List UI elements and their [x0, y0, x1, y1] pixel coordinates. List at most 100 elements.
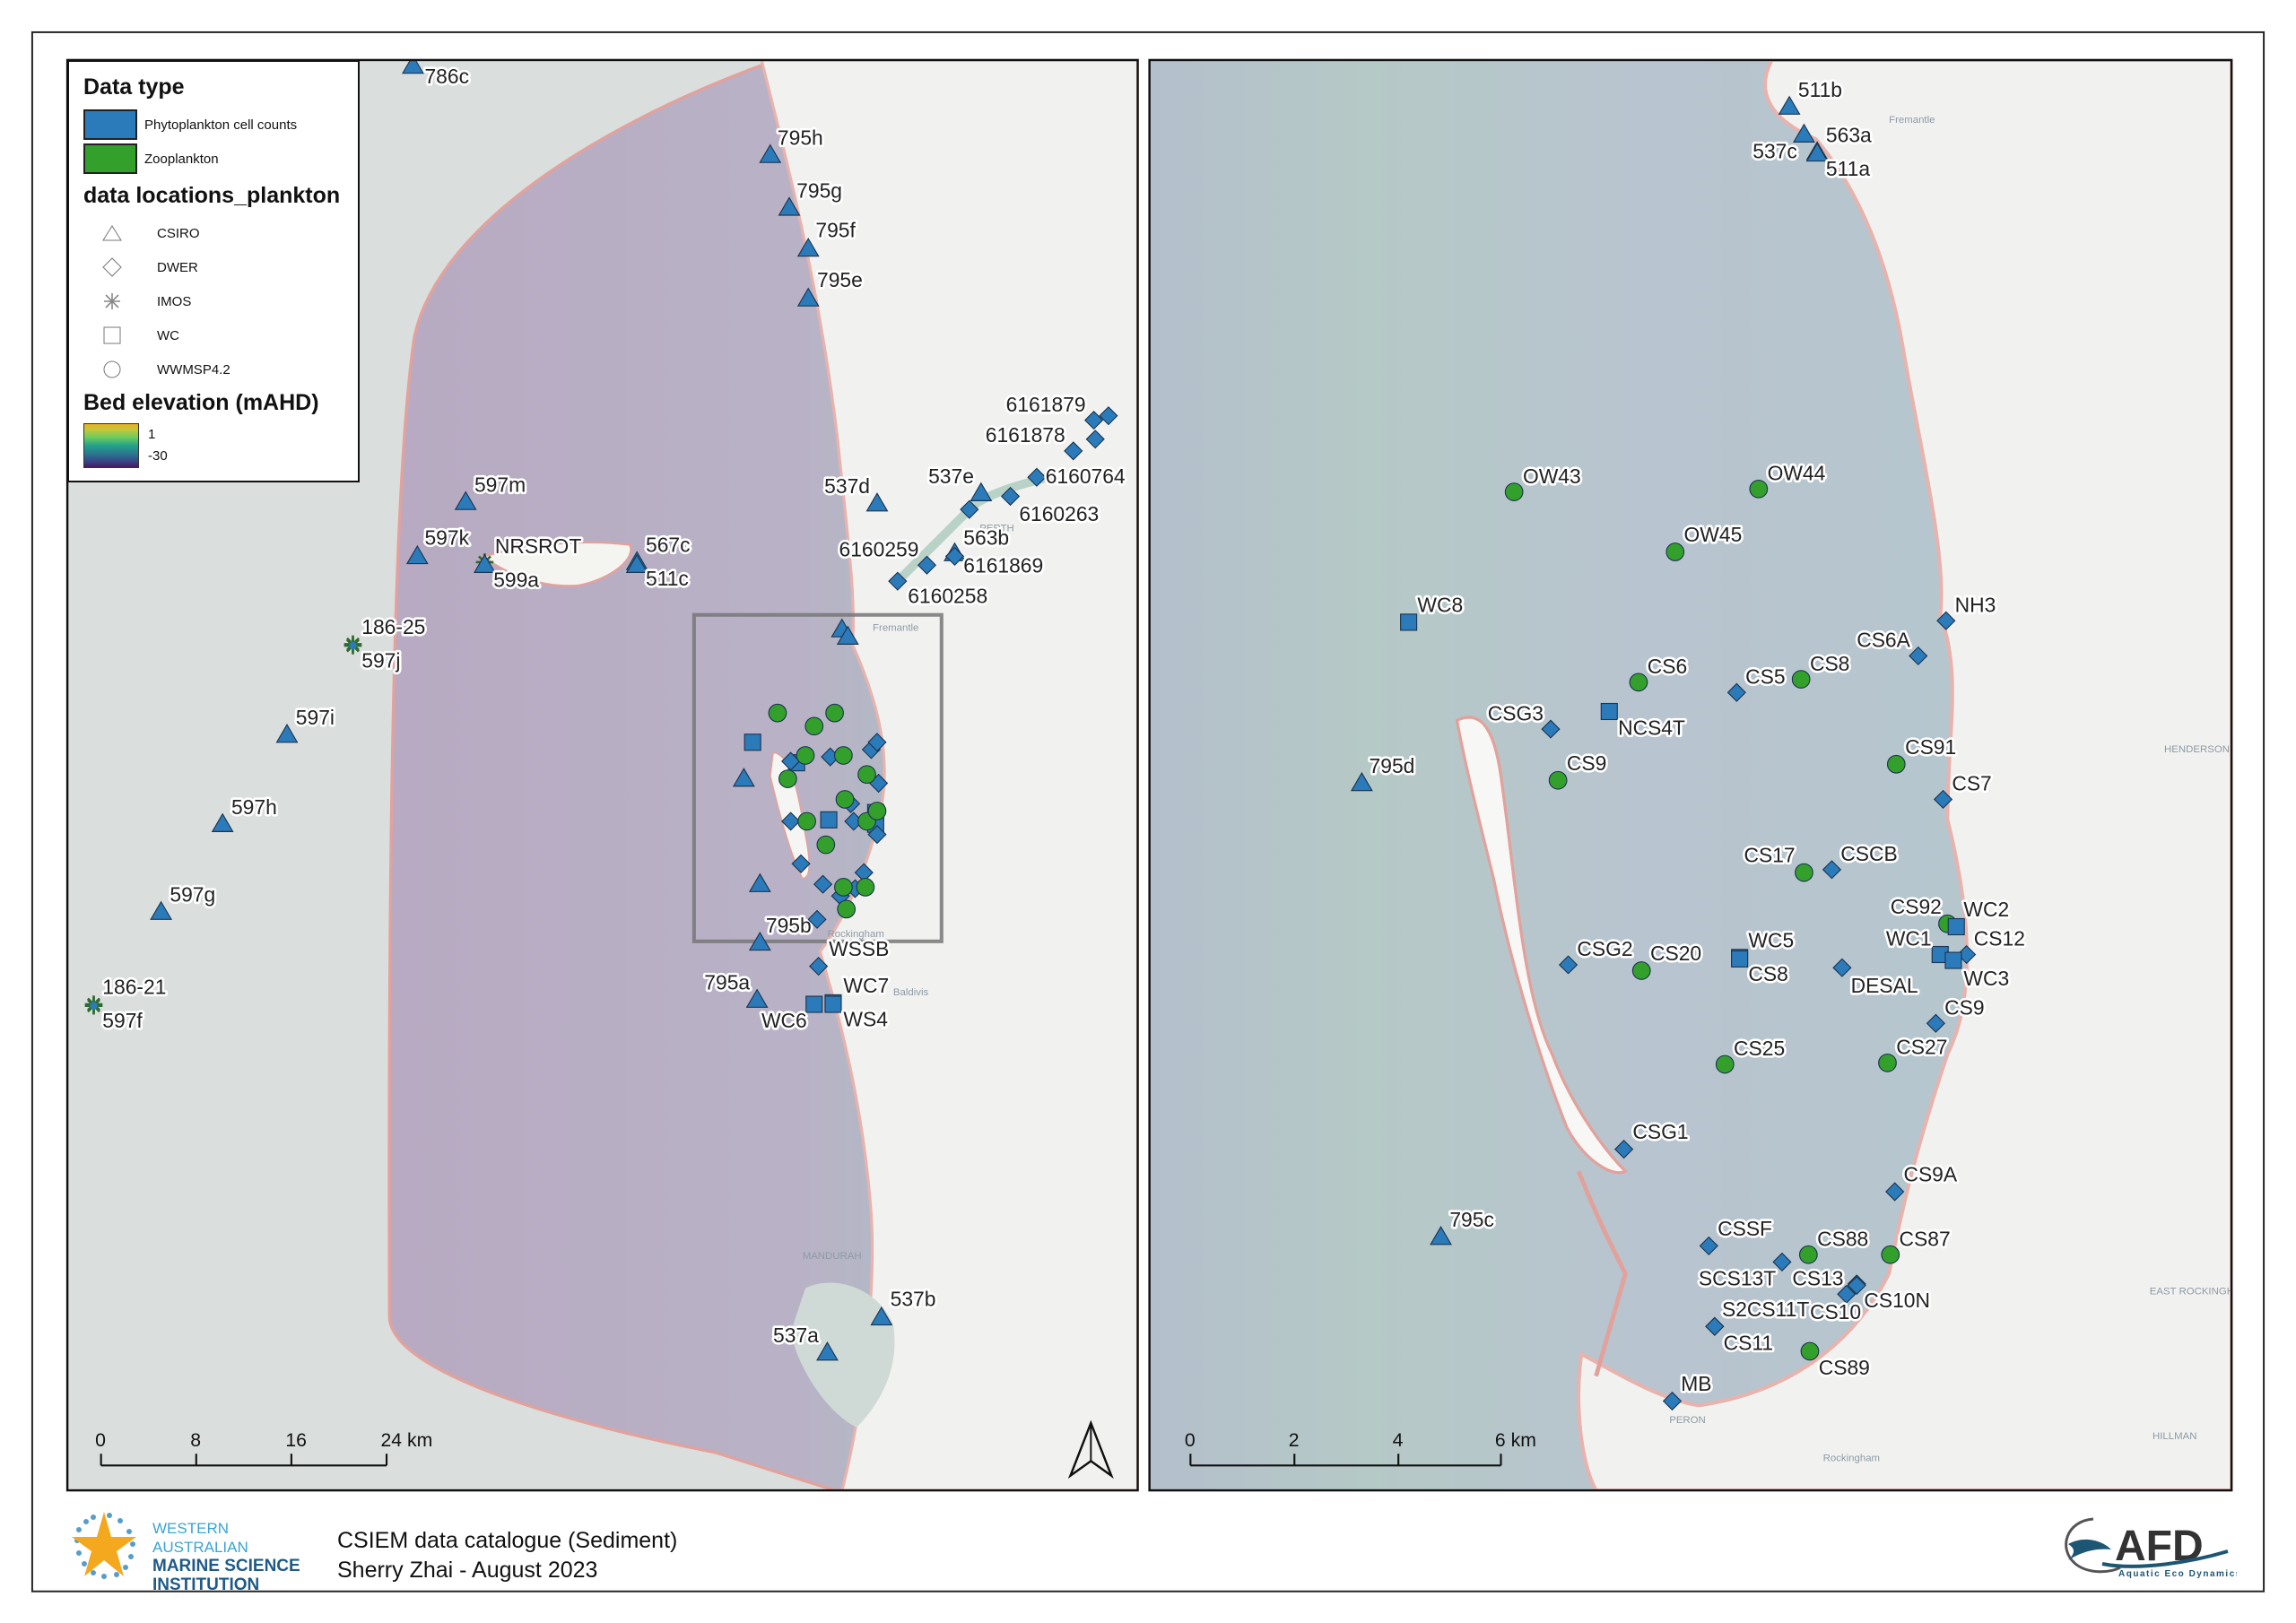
site-CS88-circle-marker[interactable]	[1798, 1245, 1818, 1264]
site-6160263-diamond-marker[interactable]	[1000, 486, 1021, 507]
site-circle-marker[interactable]	[867, 802, 887, 820]
site-diamond-marker[interactable]	[960, 499, 979, 519]
site-NCS4T-square-marker[interactable]	[1600, 702, 1618, 721]
site-circle-marker[interactable]	[825, 703, 844, 723]
site-597m-triangle-marker[interactable]	[454, 490, 477, 510]
site-CS20-circle-marker[interactable]	[1631, 961, 1651, 980]
site-795a-triangle-marker[interactable]	[745, 988, 769, 1008]
site-diamond-marker[interactable]	[867, 733, 887, 752]
site-CS87-circle-marker[interactable]	[1881, 1245, 1900, 1264]
site-6160258-diamond-marker[interactable]	[888, 571, 908, 591]
site-537b-triangle-marker[interactable]	[870, 1306, 893, 1326]
site-circle-marker[interactable]	[857, 765, 876, 785]
site-CS10-diamond-marker[interactable]	[1837, 1284, 1857, 1304]
site-triangle-marker[interactable]	[748, 872, 771, 892]
site-597f-asterisk-marker[interactable]	[84, 996, 103, 1015]
site-square-marker[interactable]	[820, 811, 838, 829]
site-CS5-diamond-marker[interactable]	[1726, 682, 1746, 702]
site-795g-triangle-marker[interactable]	[778, 196, 801, 216]
site-597g-triangle-marker[interactable]	[150, 900, 173, 920]
site-CS17-circle-marker[interactable]	[1795, 863, 1813, 882]
site-circle-marker[interactable]	[796, 746, 815, 765]
site-WSSB-diamond-marker[interactable]	[809, 956, 829, 976]
site-OW44-circle-marker[interactable]	[1749, 479, 1769, 499]
site-MB-diamond-marker[interactable]	[1662, 1391, 1683, 1411]
site-WC3-square-marker[interactable]	[1944, 951, 1962, 969]
site-circle-marker[interactable]	[837, 899, 857, 919]
site-CS6A-diamond-marker[interactable]	[1909, 646, 1928, 666]
site-537c-triangle-marker[interactable]	[1793, 123, 1815, 143]
site-511b-triangle-marker[interactable]	[1778, 95, 1801, 115]
site-597k-triangle-marker[interactable]	[405, 544, 429, 565]
site-circle-marker[interactable]	[834, 746, 853, 765]
site-WC2-square-marker[interactable]	[1947, 917, 1965, 936]
site-CSCB-diamond-marker[interactable]	[1822, 860, 1842, 880]
site-6160764-diamond-marker[interactable]	[1027, 467, 1047, 487]
site-CS25-circle-marker[interactable]	[1715, 1055, 1735, 1074]
site-circle-marker[interactable]	[816, 835, 836, 855]
site-circle-marker[interactable]	[778, 769, 797, 788]
site-511a-triangle-marker[interactable]	[1805, 142, 1829, 162]
site-6160259-diamond-marker[interactable]	[917, 555, 937, 575]
site-circle-marker[interactable]	[797, 812, 816, 831]
site-CSG2-diamond-marker[interactable]	[1558, 955, 1578, 975]
site-DESAL-diamond-marker[interactable]	[1832, 958, 1852, 977]
site-CS11-diamond-marker[interactable]	[1705, 1316, 1725, 1336]
site-CSG3-diamond-marker[interactable]	[1541, 719, 1561, 739]
site-511c-triangle-marker[interactable]	[625, 553, 648, 573]
site-WC8-square-marker[interactable]	[1400, 613, 1418, 631]
site-795b-triangle-marker[interactable]	[748, 931, 771, 951]
site-CS12-diamond-marker[interactable]	[1957, 944, 1977, 965]
site-CS91-circle-marker[interactable]	[1886, 754, 1906, 774]
site-597i-triangle-marker[interactable]	[275, 724, 299, 743]
site-CS9-circle-marker[interactable]	[1548, 770, 1568, 790]
site-triangle-marker[interactable]	[732, 768, 755, 787]
site-circle-marker[interactable]	[834, 878, 853, 897]
site-diamond-marker[interactable]	[1099, 406, 1118, 426]
site-square-marker[interactable]	[744, 733, 761, 751]
site-SCS13T-diamond-marker[interactable]	[1772, 1252, 1792, 1271]
site-6161869-diamond-marker[interactable]	[944, 546, 965, 567]
site-597h-triangle-marker[interactable]	[211, 812, 234, 832]
site-795e-triangle-marker[interactable]	[796, 287, 820, 307]
overview-map[interactable]: FremantlePERTHMANDURAHRockinghamBaldivis…	[67, 56, 1138, 1491]
site-537d-triangle-marker[interactable]	[865, 492, 889, 512]
site-circle-marker[interactable]	[856, 878, 875, 897]
site-triangle-marker[interactable]	[836, 625, 859, 645]
site-WS4-square-marker[interactable]	[824, 995, 842, 1013]
site-diamond-marker[interactable]	[807, 909, 827, 929]
site-CS8-circle-marker[interactable]	[1791, 670, 1811, 689]
site-786c-triangle-marker[interactable]	[401, 56, 424, 74]
site-6161878-diamond-marker[interactable]	[1064, 441, 1083, 461]
site-diamond-marker[interactable]	[867, 825, 887, 845]
site-795d-triangle-marker[interactable]	[1350, 771, 1373, 792]
site-537e-triangle-marker[interactable]	[970, 482, 993, 501]
site-795c-triangle-marker[interactable]	[1430, 1226, 1452, 1245]
site-CS9A-diamond-marker[interactable]	[1885, 1182, 1905, 1202]
site-CSG1-diamond-marker[interactable]	[1614, 1140, 1634, 1159]
site-circle-marker[interactable]	[804, 716, 824, 736]
site-795h-triangle-marker[interactable]	[759, 143, 782, 163]
site-CS10N-diamond-marker[interactable]	[1847, 1275, 1866, 1296]
site-circle-marker[interactable]	[835, 790, 855, 809]
site-795f-triangle-marker[interactable]	[796, 237, 820, 257]
site-CS89-circle-marker[interactable]	[1800, 1341, 1820, 1361]
site-CS7-diamond-marker[interactable]	[1933, 789, 1953, 810]
site-CSSF-diamond-marker[interactable]	[1699, 1236, 1718, 1256]
site-537a-triangle-marker[interactable]	[816, 1341, 839, 1361]
site-OW45-circle-marker[interactable]	[1665, 542, 1685, 561]
site-WC6-square-marker[interactable]	[805, 995, 823, 1013]
site-CS6-circle-marker[interactable]	[1629, 673, 1648, 692]
site-599a-triangle-marker[interactable]	[473, 553, 496, 573]
site-6161879-diamond-marker[interactable]	[1083, 410, 1104, 430]
site-OW43-circle-marker[interactable]	[1504, 482, 1524, 501]
site-circle-marker[interactable]	[768, 703, 787, 723]
site-diamond-marker[interactable]	[813, 874, 833, 894]
site-NH3-diamond-marker[interactable]	[1936, 611, 1956, 630]
site-CS27-circle-marker[interactable]	[1878, 1053, 1897, 1072]
site-diamond-marker[interactable]	[1085, 430, 1105, 449]
site-CS8-square-marker[interactable]	[1731, 950, 1749, 968]
site-597j-asterisk-marker[interactable]	[344, 637, 362, 655]
site-diamond-marker[interactable]	[791, 854, 811, 873]
